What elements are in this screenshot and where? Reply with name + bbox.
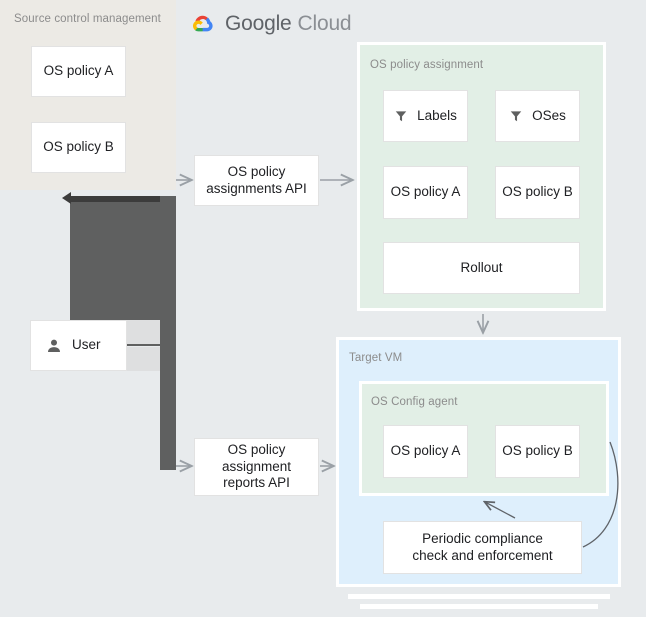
box-os-policy-b-assignment[interactable]: OS policy B: [495, 166, 580, 219]
os-policy-assignments-api-label: OS policy assignments API: [206, 164, 307, 196]
box-rollout[interactable]: Rollout: [383, 242, 580, 294]
connector-column: [160, 196, 176, 470]
box-os-policy-a-source-control[interactable]: OS policy A: [31, 46, 126, 97]
user-label: User: [72, 337, 101, 353]
os-policy-assignment-reports-api-label: OS policy assignment reports API: [221, 442, 292, 491]
os-policy-assignment-reports-api-box[interactable]: OS policy assignment reports API: [194, 438, 319, 496]
cloud-wordmark: Cloud: [297, 12, 352, 35]
person-icon: [45, 337, 63, 355]
google-wordmark: Google: [225, 12, 292, 35]
labels-text: Labels: [417, 107, 457, 123]
box-oses[interactable]: OSes: [495, 90, 580, 142]
os-config-agent-label: OS Config agent: [371, 396, 458, 408]
box-labels[interactable]: Labels: [383, 90, 468, 142]
filter-icon: [394, 109, 408, 123]
connector-arrow-left-icon: [62, 192, 71, 204]
box-os-policy-b-source-control[interactable]: OS policy B: [31, 122, 126, 173]
oses-text: OSes: [532, 107, 566, 123]
periodic-compliance-box[interactable]: Periodic compliance check and enforcemen…: [383, 521, 582, 574]
box-os-policy-a-assignment[interactable]: OS policy A: [383, 166, 468, 219]
user-tab-upper: [127, 320, 160, 344]
os-policy-assignments-api-box[interactable]: OS policy assignments API: [194, 155, 319, 206]
box-os-policy-b-agent[interactable]: OS policy B: [495, 425, 580, 478]
source-control-management-label: Source control management: [14, 13, 161, 25]
connector-top-bar: [70, 196, 176, 202]
target-vm-stack-sheet-1: [348, 594, 610, 599]
filter-icon: [509, 109, 523, 123]
box-os-policy-a-agent[interactable]: OS policy A: [383, 425, 468, 478]
target-vm-label: Target VM: [349, 352, 403, 364]
user-box[interactable]: User: [30, 320, 127, 371]
periodic-compliance-label: Periodic compliance check and enforcemen…: [412, 531, 553, 563]
user-tab-divider: [127, 344, 176, 346]
google-cloud-brand: Google Cloud: [188, 12, 352, 36]
target-vm-stack-sheet-2: [360, 604, 598, 609]
user-tab-lower: [127, 347, 160, 371]
connector-block: [70, 200, 176, 326]
google-cloud-logo-icon: [188, 12, 216, 36]
os-policy-assignment-label: OS policy assignment: [370, 59, 484, 71]
